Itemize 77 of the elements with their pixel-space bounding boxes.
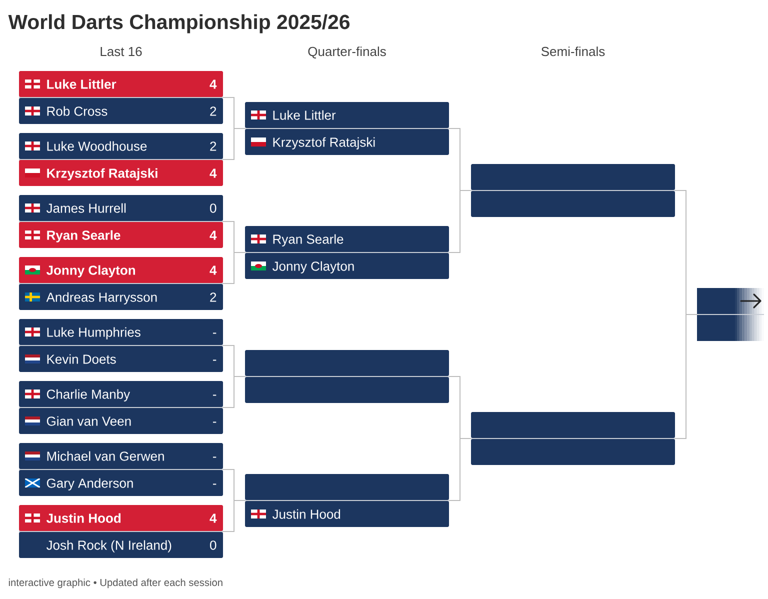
player-row [19, 443, 223, 469]
player-row [245, 102, 449, 128]
player-row [19, 505, 223, 531]
bracket-line [448, 190, 472, 253]
player-row [19, 346, 223, 372]
player-row [245, 501, 449, 527]
player-row [19, 532, 223, 558]
player-name: Luke Littler [47, 79, 116, 89]
title: World Darts Championship 2025/26 [8, 14, 350, 34]
bracket-line [222, 376, 246, 408]
player-name: Jonny Clayton [46, 265, 136, 278]
player-row [19, 408, 223, 434]
player-row [19, 195, 223, 221]
score: 2 [210, 106, 216, 116]
score: 4 [210, 230, 217, 240]
player-row [245, 129, 449, 155]
bracket-line [222, 500, 246, 532]
player-name: Luke Humphries [47, 327, 140, 340]
score: 2 [210, 142, 216, 151]
player-name: Kevin Doets [47, 354, 116, 364]
player-name: Krzysztof Ratajski [47, 168, 158, 180]
score: 4 [210, 514, 217, 523]
player-name: Ryan Searle [273, 234, 344, 246]
player-row [19, 160, 223, 186]
score: - [213, 422, 216, 423]
player-name: Gary Anderson [46, 478, 133, 490]
player-name: Jonny Clayton [272, 261, 354, 274]
score: - [213, 456, 216, 458]
player-name: Josh Rock (N Ireland) [46, 540, 172, 552]
score: - [213, 394, 216, 396]
player-name: Krzysztof Ratajski [273, 137, 375, 150]
player-row [245, 253, 449, 279]
player-row [19, 98, 223, 124]
empty-slot [471, 191, 675, 217]
player-row [19, 257, 223, 283]
player-row [19, 222, 223, 248]
player-name: Ryan Searle [47, 230, 120, 242]
score: - [213, 484, 216, 485]
player-name: James Hurrell [46, 203, 126, 213]
player-row [19, 319, 223, 345]
player-name: Justin Hood [272, 509, 340, 519]
player-row [245, 226, 449, 252]
score: - [213, 332, 216, 334]
player-row [19, 381, 223, 407]
player-name: Justin Hood [46, 513, 121, 523]
player-name: Rob Cross [47, 106, 108, 116]
player-row [19, 470, 223, 496]
footnote: interactive graphic • Updated after each session [8, 578, 222, 588]
column-heading: Last 16 [100, 46, 142, 56]
empty-slot [245, 474, 449, 500]
player-row [19, 133, 223, 159]
bracket-line [222, 252, 246, 284]
empty-slot [471, 439, 675, 465]
player-row [19, 71, 223, 97]
score: 4 [210, 80, 217, 89]
player-row [19, 284, 223, 310]
column-heading: Quarter-finals [308, 46, 386, 58]
empty-slot [245, 377, 449, 403]
score: 4 [210, 266, 217, 275]
player-name: Luke Littler [273, 110, 336, 120]
empty-slot [245, 350, 449, 376]
bracket-line [448, 438, 472, 501]
bracket-line [222, 128, 246, 160]
player-name: Gian van Veen [46, 416, 131, 426]
score: 4 [210, 168, 217, 178]
player-name: Charlie Manby [46, 389, 130, 402]
bracket-line [674, 314, 698, 439]
player-name: Luke Woodhouse [47, 141, 147, 151]
player-name: Andreas Harrysson [46, 292, 157, 304]
player-name: Michael van Gerwen [47, 451, 164, 461]
empty-slot [471, 412, 675, 438]
score: - [213, 360, 216, 361]
score: 0 [210, 204, 216, 213]
empty-slot [471, 164, 675, 190]
score: 0 [210, 540, 216, 550]
score: 2 [210, 292, 216, 302]
column-heading: Semi-finals [541, 46, 605, 56]
